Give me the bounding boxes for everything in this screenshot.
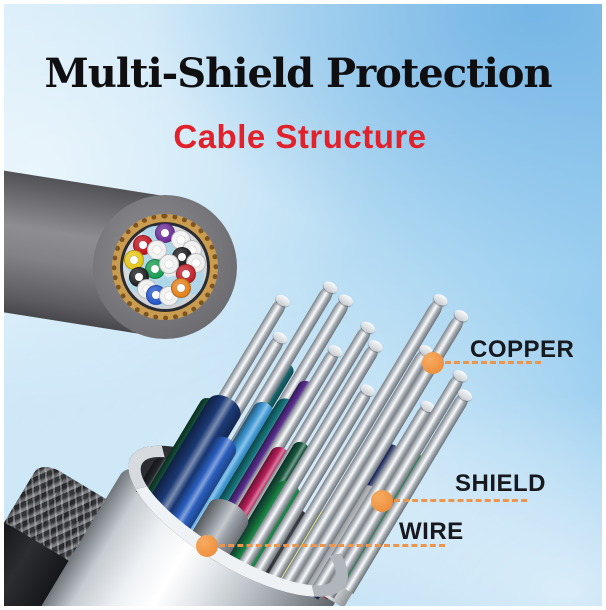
rod-cut-tip <box>358 381 377 399</box>
wire-core-dot <box>182 270 190 278</box>
callout-dot-copper <box>422 352 444 374</box>
wire-core-dot <box>152 291 160 299</box>
page-title: Multi-Shield Protection <box>44 50 552 97</box>
rod-cut-tip <box>325 342 344 359</box>
wire-core-dot <box>165 260 173 268</box>
wire-core-dot <box>178 253 186 261</box>
wire-core-dot <box>151 265 159 273</box>
rod-cut-tip <box>358 319 377 336</box>
rod-cut-tip <box>273 292 292 309</box>
inner-wire <box>171 278 191 298</box>
wire-core-dot <box>177 236 185 244</box>
page-subtitle: Cable Structure <box>173 118 427 155</box>
callout-label-copper: COPPER <box>470 336 575 363</box>
wire-core-dot <box>177 284 185 292</box>
callout-label-shield: SHIELD <box>455 470 547 497</box>
callout-dot-shield <box>371 490 393 512</box>
wire-core-dot <box>165 292 173 300</box>
inner-wires-layer <box>93 195 237 339</box>
wire-core-dot <box>161 229 169 237</box>
cable-face <box>93 195 237 339</box>
wire-core-dot <box>130 256 138 264</box>
wire-core-dot <box>153 246 161 254</box>
rod-cut-tip <box>450 367 469 384</box>
callout-dot-wire <box>196 535 218 557</box>
wire-core-dot <box>188 246 196 254</box>
inner-wire <box>159 254 179 274</box>
wire-core-dot <box>192 259 200 267</box>
callout-line-wire <box>219 544 445 547</box>
rod-cut-tip <box>366 337 385 354</box>
callout-line-copper <box>445 361 541 364</box>
wire-core-dot <box>135 273 143 281</box>
rod-cut-tip <box>270 329 289 346</box>
inner-wire <box>155 223 175 243</box>
callout-label-wire: WIRE <box>399 518 464 545</box>
callout-line-shield <box>394 499 527 502</box>
wire-core-dot <box>139 241 147 249</box>
